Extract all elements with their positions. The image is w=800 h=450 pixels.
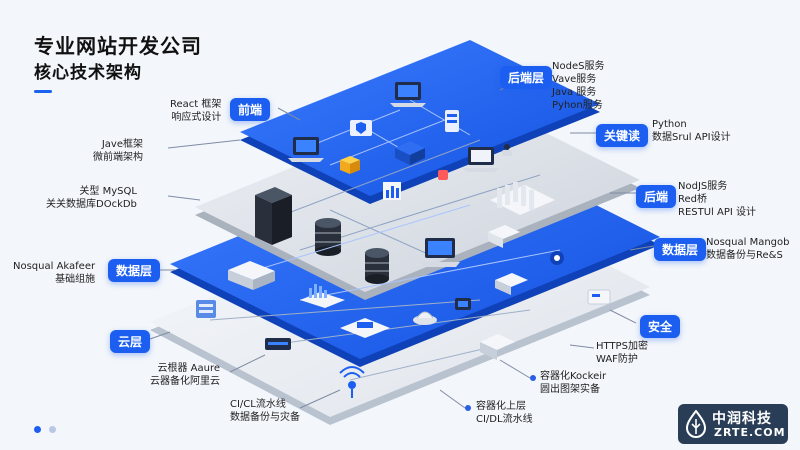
badge-cloud: 云层 — [110, 330, 151, 353]
label-nodes-line4: Pyhon服务 — [552, 100, 603, 111]
page-title: 专业网站开发公司 — [34, 34, 202, 58]
label-nosql-left-line2: 基础组施 — [55, 274, 96, 285]
label-nodejs-line1: NodJS服务 — [678, 181, 728, 192]
label-react-line2: 响应式设计 — [171, 112, 222, 123]
data-block-icon — [495, 273, 528, 295]
label-cloud-storage-line1: 云根器 Aaure — [157, 363, 220, 374]
label-container-right: 容器化Kockeir 圆出图架实备 — [540, 370, 606, 396]
server-tower-icon — [255, 187, 292, 245]
laptop-icon — [288, 137, 324, 162]
bar-chart-icon — [300, 284, 345, 308]
label-container-bottom-line1: 容器化上层 — [476, 401, 526, 412]
bullet-dot — [530, 375, 536, 381]
gold-cube-icon — [340, 156, 360, 174]
label-nosql-right-line1: Nosqual Mangob — [706, 237, 790, 248]
label-java-line2: 微前端架构 — [93, 152, 143, 163]
label-container-bottom: 容器化上层 CI/DL流水线 — [476, 400, 533, 426]
label-nosql-right-line2: 数据备份与Re&S — [706, 250, 783, 261]
database-icon — [365, 248, 389, 284]
server-rack-icon — [490, 182, 555, 215]
label-nosql-right: Nosqual Mangob 数据备份与Re&S — [706, 236, 790, 262]
label-container-bottom-line2: CI/DL流水线 — [476, 414, 533, 425]
database-icon — [315, 218, 341, 256]
drop-logo-icon — [685, 410, 707, 438]
monitor-icon — [420, 238, 460, 267]
label-https: HTTPS加密 WAF防护 — [596, 340, 648, 366]
label-nodes-line2: Vave服务 — [552, 74, 597, 85]
laptop-icon — [463, 147, 499, 172]
logo-domain: ZRTE.COM — [714, 426, 786, 439]
label-react: React 框架 响应式设计 — [170, 98, 221, 124]
wireless-icon — [339, 366, 365, 398]
backend-layer-plate — [195, 95, 640, 300]
label-nodejs-line2: Red桥 — [678, 194, 707, 205]
label-nodes: NodeS服务 Vave服务 Java 服务 Pyhon服务 — [552, 60, 604, 112]
server-icon — [445, 110, 459, 132]
shield-icon — [350, 120, 372, 136]
badge-security: 安全 — [640, 315, 681, 338]
cube-icon — [395, 141, 425, 165]
label-mysql-line1: 关型 MySQL — [79, 186, 137, 197]
label-java-line1: Jave框架 — [101, 139, 143, 150]
printer-icon — [488, 225, 520, 248]
label-https-line2: WAF防护 — [596, 354, 638, 365]
label-java: Jave框架 微前端架构 — [93, 138, 143, 164]
pager-dot-active — [34, 426, 41, 433]
card-icon — [340, 318, 390, 338]
server-unit-icon — [196, 300, 216, 318]
label-cloud-storage-line2: 云器备化阿里云 — [150, 376, 220, 387]
label-python-line2: 数据Srul API设计 — [652, 132, 731, 143]
label-nodejs-line3: RESTUl API 设计 — [678, 207, 756, 218]
label-nosql-left: Nosqual Akafeer 基础组施 — [13, 260, 95, 286]
network-node-icon — [550, 251, 564, 265]
badge-datalayer-left: 数据层 — [108, 259, 161, 282]
label-cicd-left: CI/CL流水线 数据备份与灾备 — [230, 398, 300, 424]
chip-icon — [455, 298, 471, 310]
leader-lines — [149, 75, 655, 409]
label-nodes-line1: NodeS服务 — [552, 61, 605, 72]
server-box-icon — [228, 261, 275, 290]
laptop-icon — [390, 82, 426, 107]
label-nodes-line3: Java 服务 — [552, 87, 597, 98]
label-mysql-line2: 关关数据库DOckDb — [46, 199, 137, 210]
hard-drive-icon — [587, 289, 611, 305]
label-python: Python 数据Srul API设计 — [652, 118, 731, 144]
badge-frontend: 前端 — [230, 98, 271, 121]
label-https-line1: HTTPS加密 — [596, 341, 648, 352]
label-container-right-line2: 圆出图架实备 — [540, 384, 600, 395]
label-container-right-line1: 容器化Kockeir — [540, 371, 607, 382]
joystick-icon — [502, 144, 512, 156]
label-python-line1: Python — [652, 119, 687, 130]
bullet-dot — [465, 405, 471, 411]
logo-name: 中润科技 — [712, 411, 772, 427]
satellite-dish-icon — [413, 311, 437, 325]
label-mysql: 关型 MySQL 关关数据库DOckDb — [46, 185, 137, 211]
pager-dot — [49, 426, 57, 433]
label-cicd-left-line1: CI/CL流水线 — [230, 399, 286, 410]
pager-dots — [34, 418, 59, 437]
label-cloud-storage: 云根器 Aaure 云器备化阿里云 — [150, 362, 220, 388]
label-nosql-left-line1: Nosqual Akafeer — [13, 261, 96, 272]
brand-logo: 中润科技 ZRTE.COM — [678, 404, 788, 444]
badge-datalayer-right: 数据层 — [654, 238, 707, 261]
tag-icon — [438, 170, 448, 180]
label-cicd-left-line2: 数据备份与灾备 — [230, 412, 300, 423]
label-nodejs: NodJS服务 Red桥 RESTUl API 设计 — [678, 180, 756, 219]
page-subtitle: 核心技术架构 — [34, 63, 142, 83]
badge-keyword: 关键读 — [596, 124, 649, 147]
cloud-layer-connectors — [209, 299, 531, 381]
storage-box-icon — [480, 334, 515, 360]
label-react-line1: React 框架 — [170, 99, 222, 110]
badge-backend2: 后端 — [636, 185, 677, 208]
title-underline — [34, 90, 52, 93]
chart-block-icon — [383, 182, 401, 200]
switch-icon — [265, 338, 291, 350]
badge-backend: 后端层 — [500, 66, 553, 89]
data-layer-connectors — [239, 204, 561, 301]
